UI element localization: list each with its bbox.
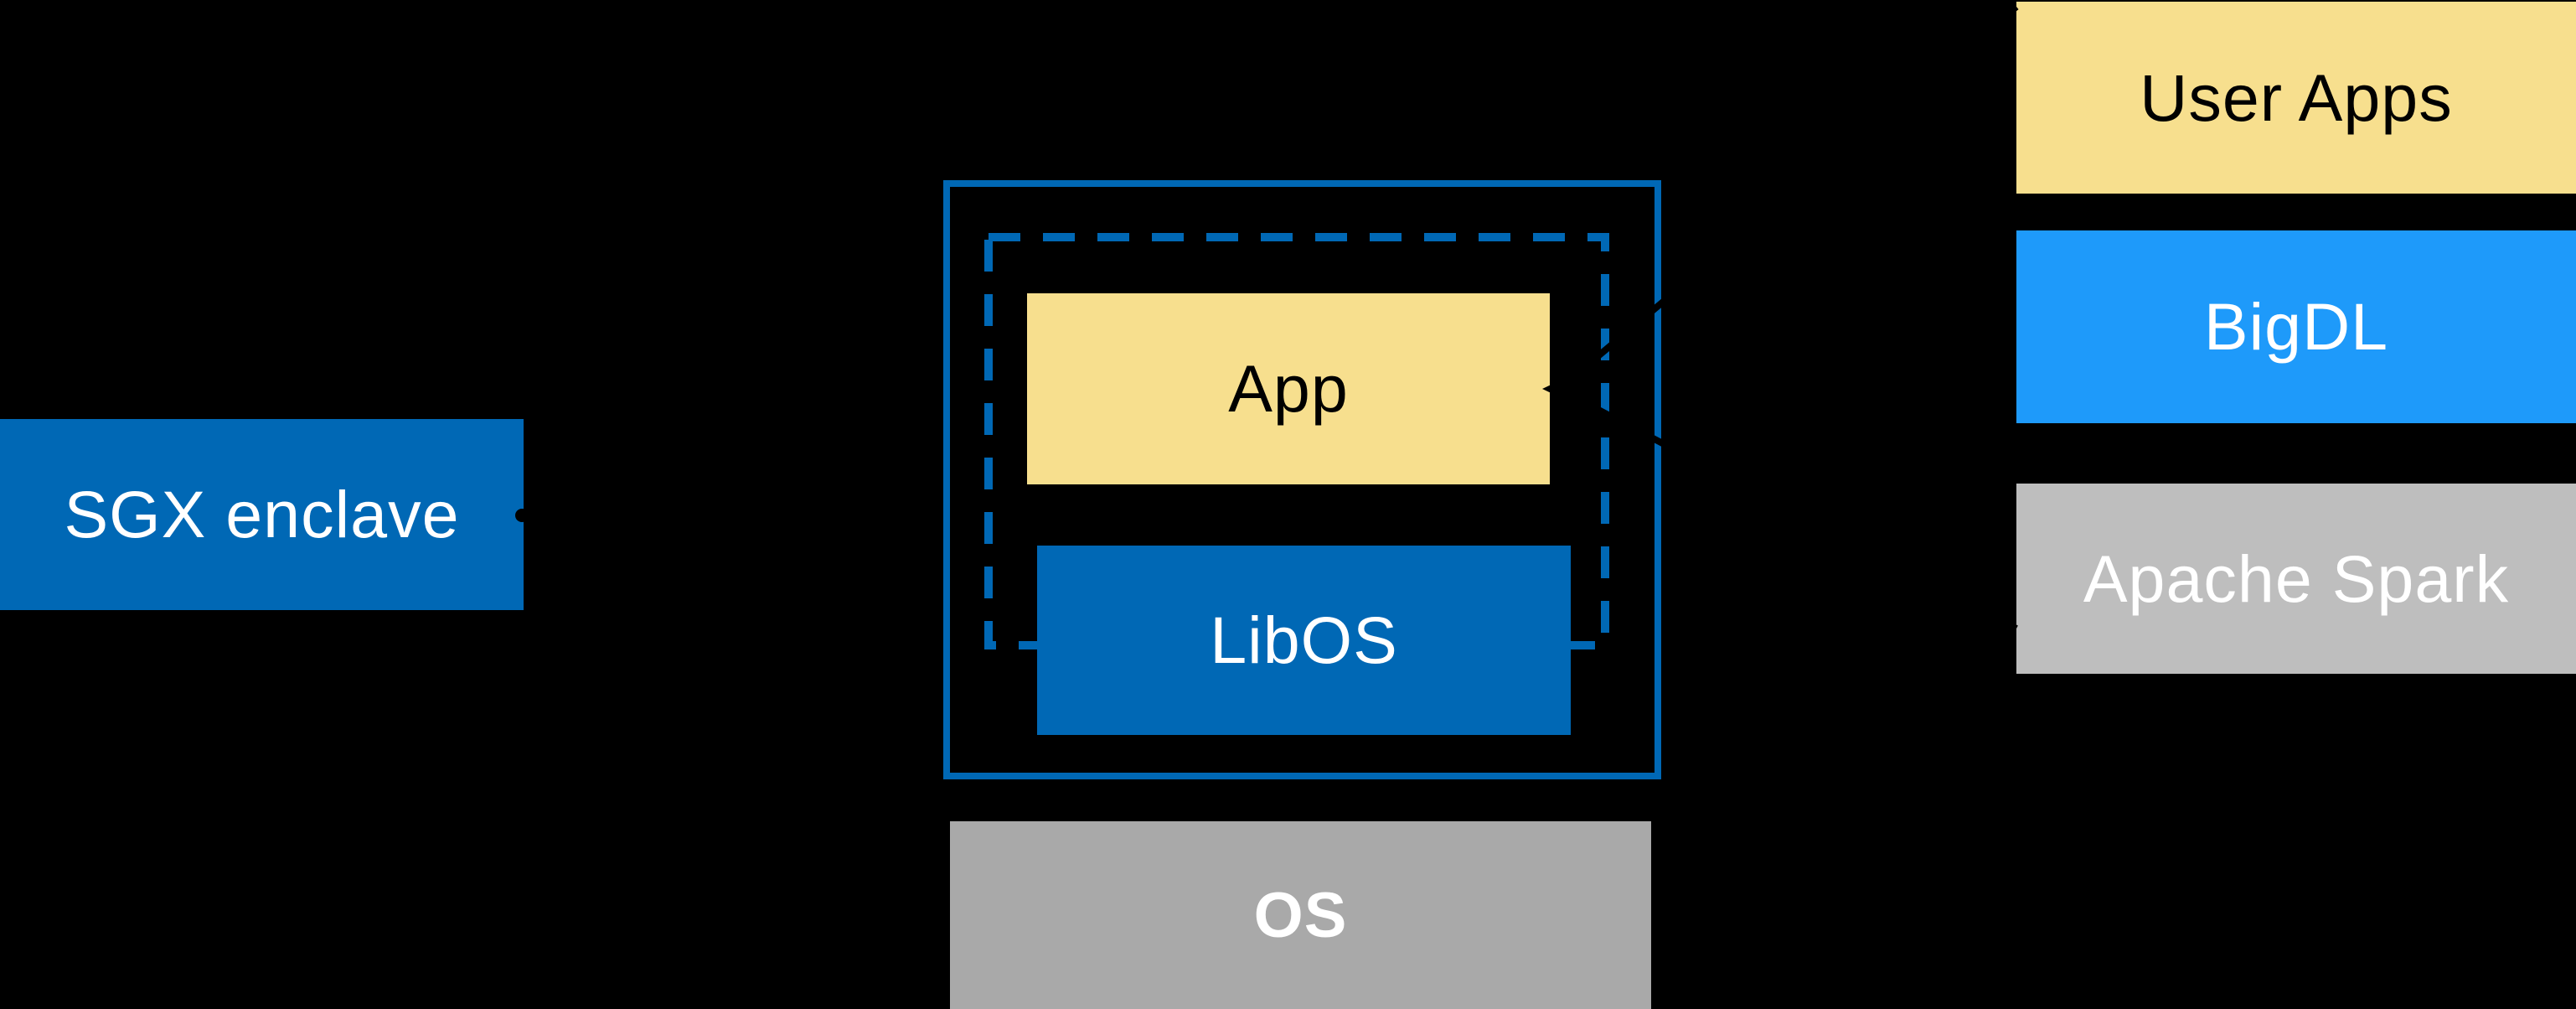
user-apps-box: User Apps (2016, 2, 2576, 194)
libos-box: LibOS (1037, 546, 1571, 735)
libos-label: LibOS (1210, 603, 1398, 677)
sgx-enclave-label-box: SGX enclave (0, 419, 524, 610)
user-apps-label: User Apps (2140, 60, 2453, 135)
apache-spark-box: Apache Spark (2016, 484, 2576, 674)
sgx-enclave-label: SGX enclave (64, 477, 460, 551)
bigdl-box: BigDL (2016, 230, 2576, 423)
os-box: OS (950, 821, 1651, 1009)
app-box: App (1027, 293, 1550, 484)
app-label: App (1228, 351, 1349, 426)
os-label: OS (1253, 879, 1348, 951)
bigdl-label: BigDL (2203, 289, 2389, 364)
apache-spark-label: Apache Spark (2083, 541, 2510, 616)
